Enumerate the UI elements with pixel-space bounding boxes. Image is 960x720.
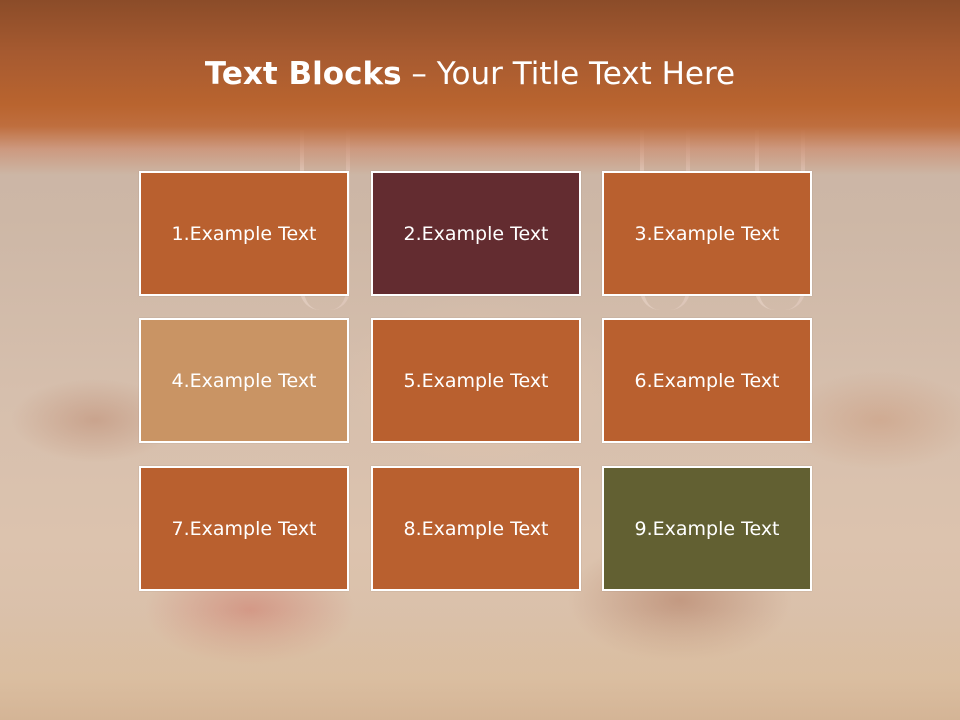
text-block-4[interactable]: 4.Example Text <box>139 318 349 443</box>
title-separator: – <box>401 56 437 92</box>
text-block-2[interactable]: 2.Example Text <box>371 171 581 296</box>
text-block-9[interactable]: 9.Example Text <box>602 466 812 591</box>
text-block-label: 3.Example Text <box>634 222 780 245</box>
text-block-label: 6.Example Text <box>634 369 780 392</box>
text-block-label: 8.Example Text <box>403 517 549 540</box>
title-rest: Your Title Text Here <box>436 56 736 92</box>
header-band <box>0 0 960 175</box>
title-bold: Text Blocks <box>204 56 402 92</box>
text-block-label: 9.Example Text <box>634 517 780 540</box>
slide-title[interactable]: Text Blocks – Your Title Text Here <box>0 56 940 92</box>
text-block-5[interactable]: 5.Example Text <box>371 318 581 443</box>
wooden-board <box>0 610 960 720</box>
text-block-label: 5.Example Text <box>403 369 549 392</box>
text-block-label: 4.Example Text <box>171 369 317 392</box>
text-block-6[interactable]: 6.Example Text <box>602 318 812 443</box>
text-block-label: 1.Example Text <box>171 222 317 245</box>
text-block-7[interactable]: 7.Example Text <box>139 466 349 591</box>
text-block-label: 2.Example Text <box>403 222 549 245</box>
text-block-3[interactable]: 3.Example Text <box>602 171 812 296</box>
text-block-label: 7.Example Text <box>171 517 317 540</box>
text-block-1[interactable]: 1.Example Text <box>139 171 349 296</box>
text-block-8[interactable]: 8.Example Text <box>371 466 581 591</box>
